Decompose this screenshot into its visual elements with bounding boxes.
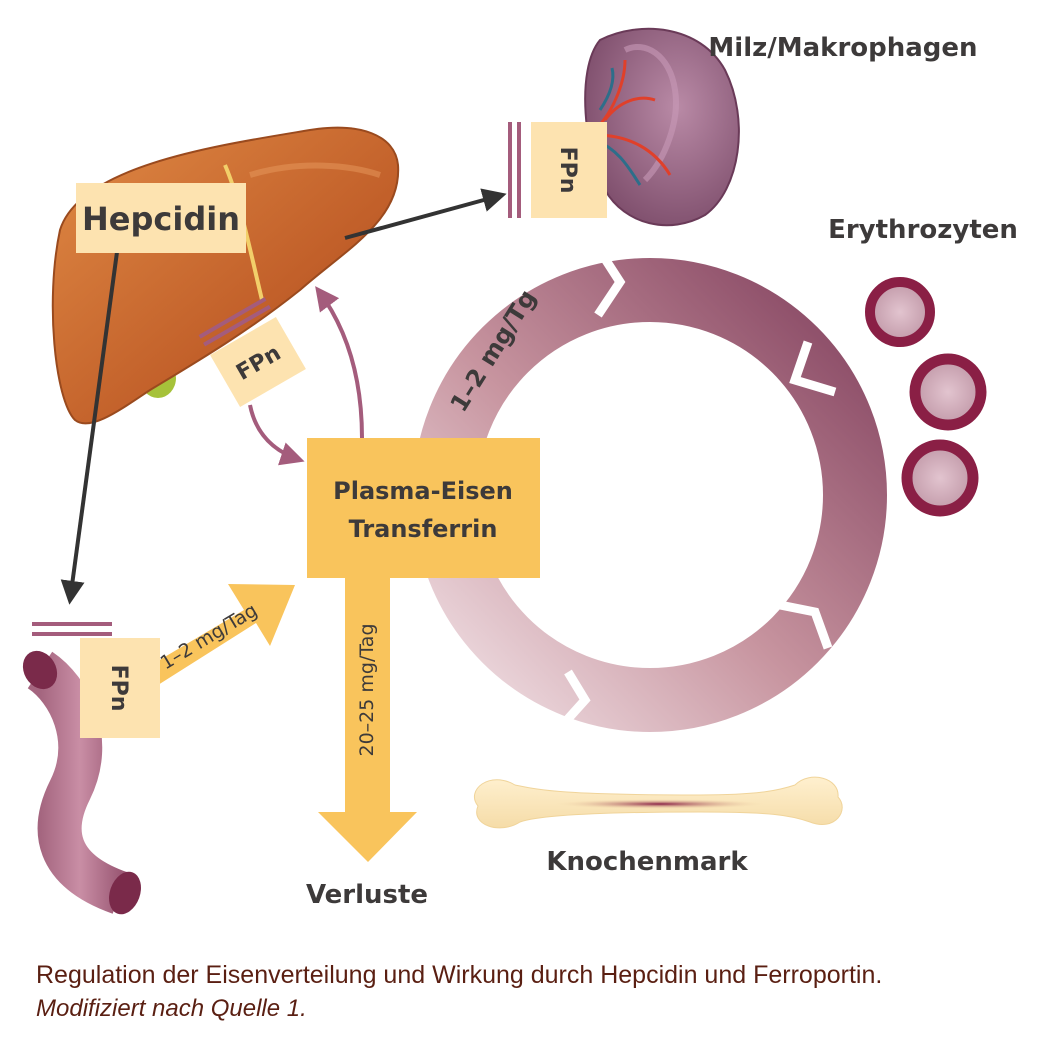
erythrocyte <box>909 353 987 431</box>
intestine <box>22 650 141 915</box>
ferroportin-intestine-label: FPn <box>106 665 131 712</box>
ferroportin-liver: FPn <box>198 297 306 407</box>
figure-caption: Regulation der Eisenverteilung und Wirku… <box>36 958 1026 1026</box>
spleen-label: Milz/Makrophagen <box>708 33 977 63</box>
plasma-to-liver-arrow <box>315 286 364 439</box>
spleen <box>584 27 740 227</box>
hepcidin-to-intestine-arrow <box>60 251 119 605</box>
caption-source: Modifiziert nach Quelle 1. <box>36 995 307 1022</box>
erythrocyte <box>865 277 935 347</box>
hepcidin-box: Hepcidin <box>76 183 246 253</box>
losses-arrow: 20–25 mg/Tag <box>318 575 417 862</box>
liver-to-plasma-arrow <box>248 404 305 466</box>
ferroportin-intestine: FPn <box>32 622 160 738</box>
erythrocytes <box>865 277 987 517</box>
plasma-iron-box: Plasma-Eisen Transferrin <box>307 438 540 578</box>
losses-rate: 20–25 mg/Tag <box>356 623 378 756</box>
hepcidin-to-spleen-arrow <box>344 188 507 240</box>
caption-text: Regulation der Eisenverteilung und Wirku… <box>36 961 883 989</box>
losses-label: Verluste <box>306 880 428 910</box>
intestine-uptake-arrow: 1–2 mg/Tag <box>146 584 295 685</box>
ferroportin-spleen-label: FPn <box>555 147 580 194</box>
hepcidin-label: Hepcidin <box>82 200 240 238</box>
ferroportin-spleen: FPn <box>508 122 607 218</box>
bone-marrow-label: Knochenmark <box>546 847 748 877</box>
erythrocyte <box>901 439 979 517</box>
plasma-iron-label: Plasma-Eisen <box>333 477 513 505</box>
transferrin-label: Transferrin <box>349 515 498 543</box>
erythrocytes-label: Erythrozyten <box>828 215 1018 245</box>
bone-marrow-bone <box>473 776 843 829</box>
intestine-uptake-rate: 1–2 mg/Tag <box>157 599 262 674</box>
